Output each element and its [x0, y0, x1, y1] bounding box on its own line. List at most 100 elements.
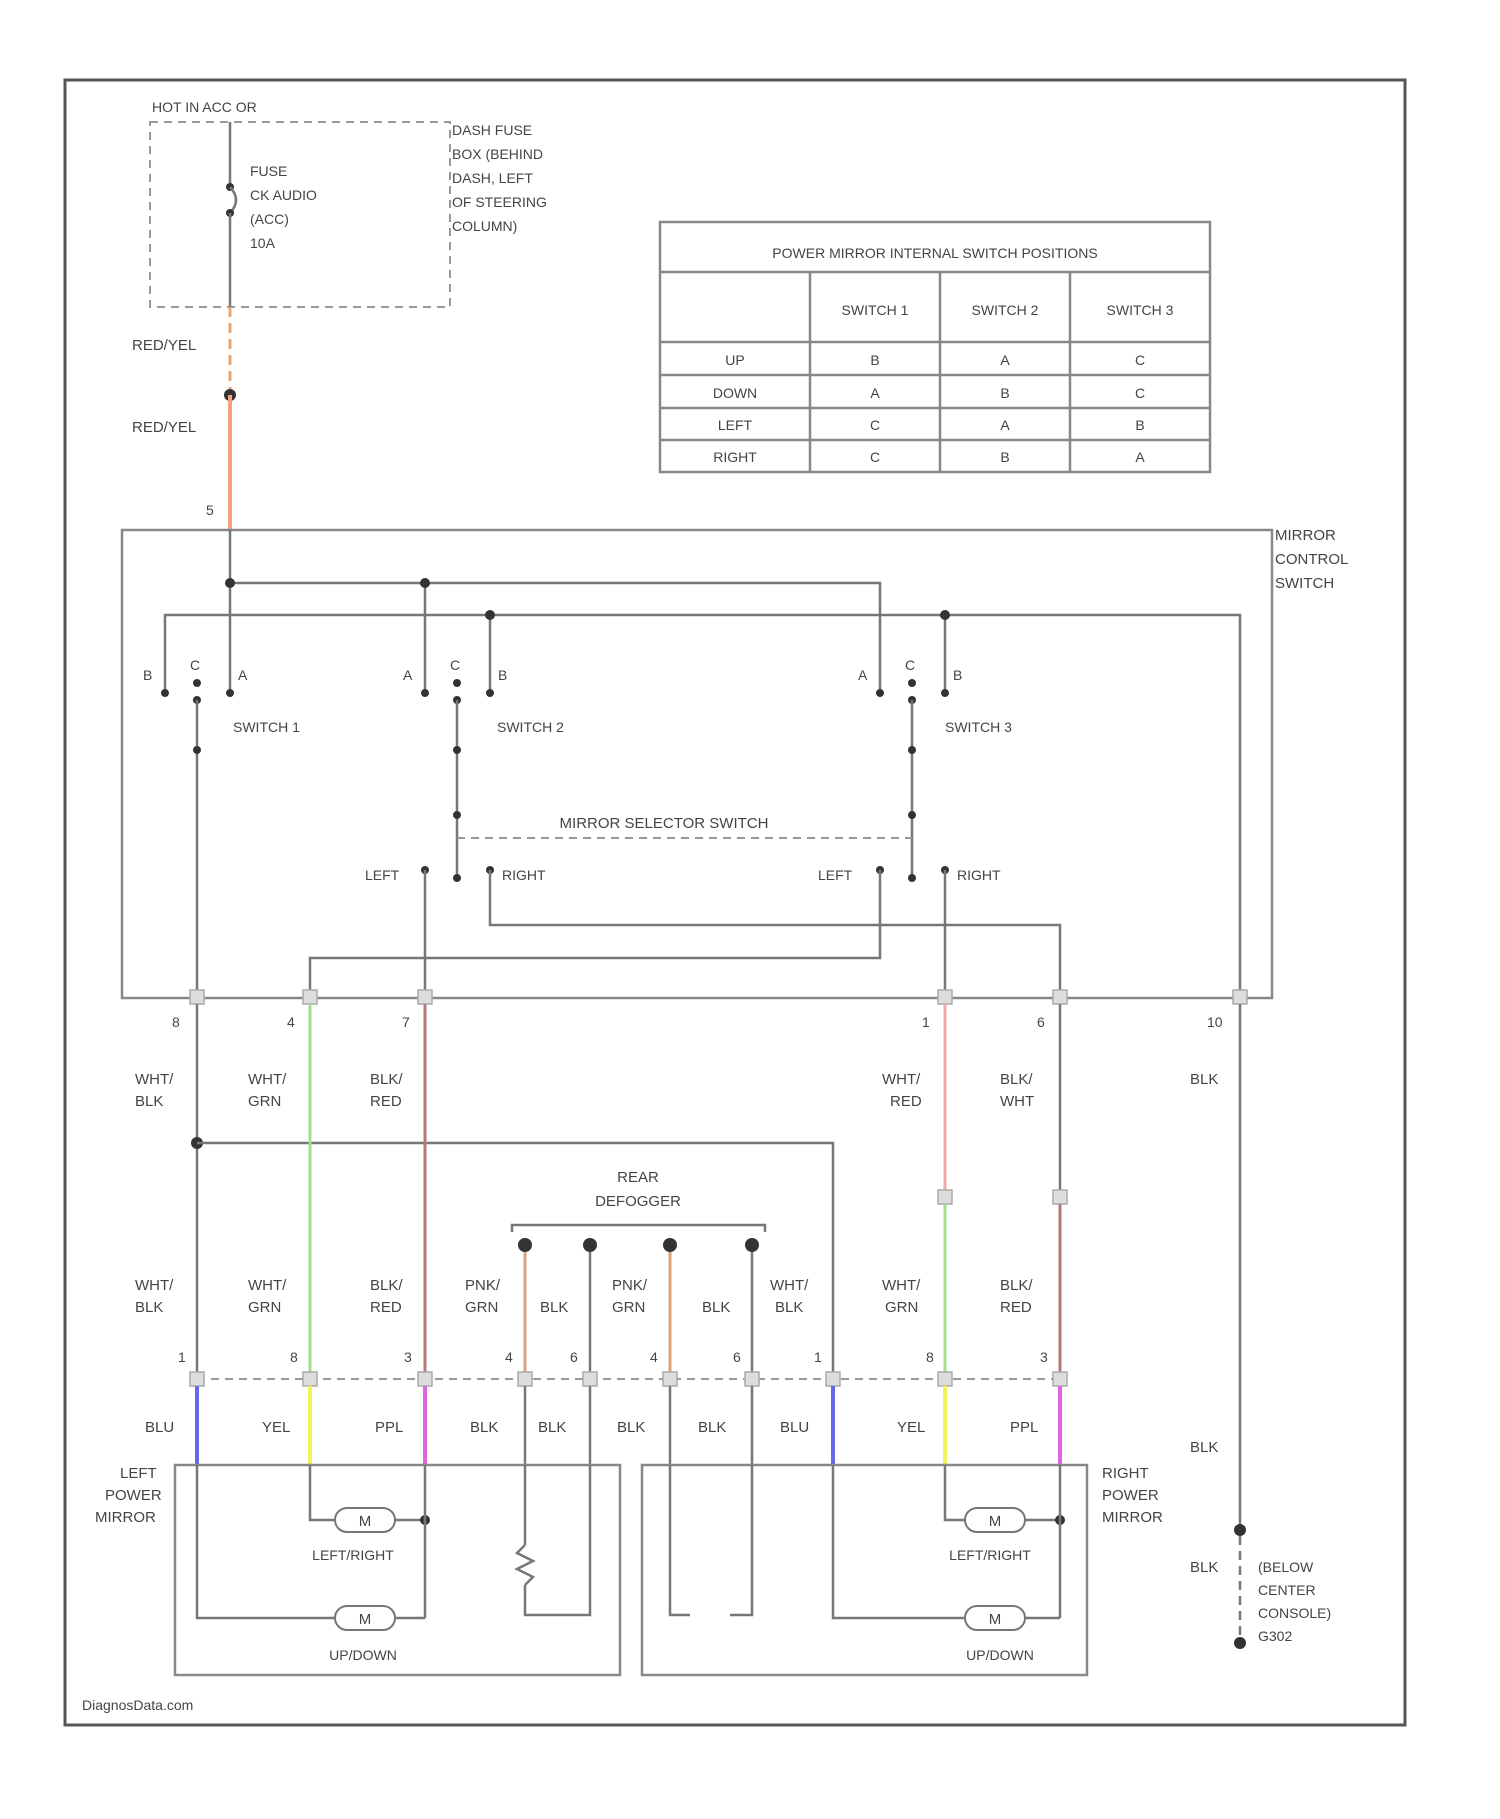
motor-icon-label: M — [989, 1513, 1002, 1530]
sw1-contact-a: A — [238, 667, 248, 683]
motor-icon-label: M — [359, 1513, 372, 1530]
fuse-sub: (ACC) — [250, 211, 289, 227]
motor-icon-label: M — [359, 1611, 372, 1628]
connector-pin — [1233, 990, 1247, 1004]
table-cell: A — [1000, 352, 1010, 368]
contact-b — [486, 689, 494, 697]
ground-desc-3: CONSOLE) — [1258, 1605, 1331, 1621]
junction-node — [453, 746, 461, 754]
wire-label: WHT/ — [135, 1071, 174, 1088]
pin-label: 4 — [505, 1349, 513, 1365]
pin-label: 6 — [570, 1349, 578, 1365]
connector-pin — [190, 1372, 204, 1386]
wire-label: GRN — [248, 1093, 281, 1110]
switch-2-label: SWITCH 2 — [497, 719, 564, 735]
connector-pin — [663, 1372, 677, 1386]
wire-label: BLK/ — [1000, 1071, 1033, 1088]
contact-c — [908, 679, 916, 687]
wire-label: GRN — [885, 1299, 918, 1316]
contact-a — [226, 689, 234, 697]
pin-label: 1 — [178, 1349, 186, 1365]
control-switch-label-3: SWITCH — [1275, 575, 1334, 592]
mirror-control-switch-box — [122, 530, 1272, 998]
table-cell: B — [1135, 417, 1144, 433]
diagram-frame — [65, 80, 1405, 1725]
left-power-mirror-box — [175, 1465, 620, 1675]
wire-label-red-yel-2: RED/YEL — [132, 419, 196, 436]
fuse-amp: 10A — [250, 235, 276, 251]
feed-bus-upper — [230, 583, 880, 690]
pin-label: 6 — [733, 1349, 741, 1365]
table-row-label: RIGHT — [713, 449, 757, 465]
left-heater-element — [517, 1545, 533, 1585]
left-mirror-label-1: LEFT — [120, 1465, 157, 1482]
fuse-name: FUSE — [250, 163, 287, 179]
table-row-label: LEFT — [718, 417, 753, 433]
sw2-contact-a: A — [403, 667, 413, 683]
ground-desc-2: CENTER — [1258, 1582, 1316, 1598]
left-ud-motor-lead — [197, 1465, 335, 1618]
wire-label: PNK/ — [612, 1277, 648, 1294]
splice-node — [1234, 1524, 1246, 1536]
wire-label: GRN — [465, 1299, 498, 1316]
connector-pin — [583, 1372, 597, 1386]
connector-pin — [938, 990, 952, 1004]
ground-desc-1: (BELOW — [1258, 1559, 1314, 1575]
control-switch-label-1: MIRROR — [1275, 527, 1336, 544]
wire-label: BLK/ — [370, 1071, 403, 1088]
table-cell: C — [1135, 385, 1145, 401]
defogger-terminal — [583, 1238, 597, 1252]
sw2-contact-c: C — [450, 657, 460, 673]
right-heater-lead — [730, 1465, 752, 1615]
pin-label: 6 — [1037, 1014, 1045, 1030]
mirror-wire-label: PPL — [1010, 1419, 1038, 1436]
wire-label: BLK — [775, 1299, 803, 1316]
pin-label: 8 — [172, 1014, 180, 1030]
connector-pin — [418, 990, 432, 1004]
defogger-label-1: REAR — [617, 1169, 659, 1186]
ground-wire-label: BLK — [1190, 1559, 1218, 1576]
junction-node — [485, 610, 495, 620]
ground-bus — [165, 615, 1240, 990]
contact-b — [161, 689, 169, 697]
wire-label: BLK — [1190, 1071, 1218, 1088]
connector-pin — [1053, 1372, 1067, 1386]
fuse-element — [230, 187, 236, 213]
sw1-contact-b: B — [143, 667, 152, 683]
right-power-mirror-box — [642, 1465, 1087, 1675]
selector-common — [908, 874, 916, 882]
wire-label: RED — [370, 1093, 402, 1110]
switch-1-label: SWITCH 1 — [233, 719, 300, 735]
table-cell: B — [1000, 385, 1009, 401]
switch-3-label: SWITCH 3 — [945, 719, 1012, 735]
ground-desc-4: G302 — [1258, 1628, 1292, 1644]
sw3-contact-a: A — [858, 667, 868, 683]
fuse-box-desc-2: BOX (BEHIND — [452, 146, 543, 162]
fuse-box-desc-5: COLUMN) — [452, 218, 517, 234]
table-cell: C — [1135, 352, 1145, 368]
contact-a — [421, 689, 429, 697]
defogger-terminal — [663, 1238, 677, 1252]
left-lr-label: LEFT/RIGHT — [312, 1547, 394, 1563]
right-mirror-label-3: MIRROR — [1102, 1509, 1163, 1526]
table-header: SWITCH 3 — [1107, 302, 1174, 318]
defogger-label-2: DEFOGGER — [595, 1193, 681, 1210]
selector-label: MIRROR SELECTOR SWITCH — [560, 815, 769, 832]
junction-node — [193, 746, 201, 754]
right-ud-label: UP/DOWN — [966, 1647, 1034, 1663]
table-title: POWER MIRROR INTERNAL SWITCH POSITIONS — [772, 245, 1097, 261]
pin-top: 5 — [206, 502, 214, 518]
fuse-circuit: CK AUDIO — [250, 187, 317, 203]
selector-right-1: RIGHT — [502, 867, 546, 883]
defogger-bracket — [512, 1225, 765, 1232]
wire-label: WHT/ — [248, 1071, 287, 1088]
table-header: SWITCH 2 — [972, 302, 1039, 318]
wire-label: BLK/ — [370, 1277, 403, 1294]
junction-node — [908, 811, 916, 819]
ground-wire-label: BLK — [1190, 1439, 1218, 1456]
wire-label: WHT/ — [248, 1277, 287, 1294]
pin-label: 3 — [1040, 1349, 1048, 1365]
pin-label: 7 — [402, 1014, 410, 1030]
fuse-box-desc-1: DASH FUSE — [452, 122, 532, 138]
